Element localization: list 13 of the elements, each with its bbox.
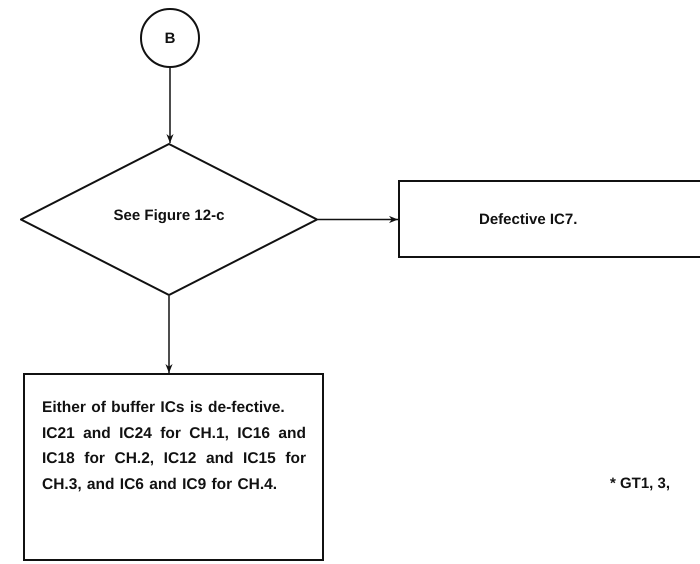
decision-diamond [20,143,318,296]
connector-circle [140,8,200,68]
note-text: * GT1, 3, [610,475,670,492]
process-box [398,180,700,258]
arrow [166,68,174,143]
connector-letter: B [164,30,176,46]
process-box [23,373,324,561]
description-text: IC21 and IC24 for CH.1, IC16 and IC18 for CH.2, IC12 and IC15 for CH.3, and IC6 and IC9 for CH.4. [42,424,306,494]
arrow [318,216,398,224]
arrow [165,296,173,373]
decision-text: See Figure 12-c [114,207,224,224]
box-text: Defective IC7. [479,210,578,228]
description-text: Either of buffer ICs is de-fective. [42,398,286,418]
